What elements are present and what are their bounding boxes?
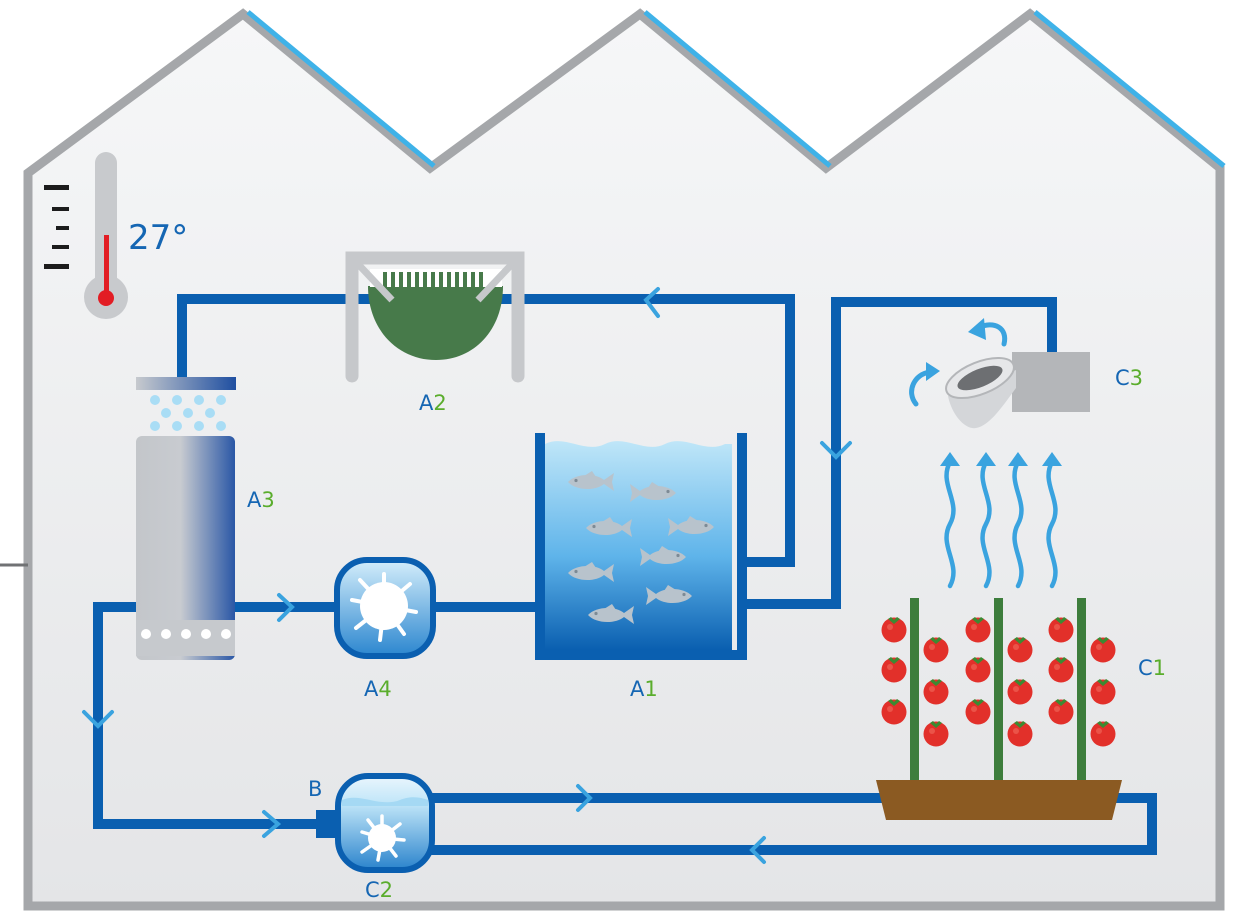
label-a1: A1 (630, 677, 658, 701)
label-a3: A3 (247, 488, 275, 512)
label-c2: C2 (365, 878, 393, 902)
pipe-network (93, 294, 1157, 855)
condenser-c3 (909, 318, 1090, 429)
arrow-left-top (643, 287, 660, 318)
pipe-a3-to-b (93, 602, 318, 829)
drum-filter-a2 (345, 251, 525, 383)
arrow-right-c2-out (576, 784, 593, 812)
label-c3: C3 (1115, 366, 1143, 390)
arrow-left-c2-in (749, 836, 766, 864)
flow-arrows (82, 287, 852, 864)
roof-glass-3 (1033, 10, 1226, 168)
temperature-readout: 27° (128, 218, 188, 258)
label-a4: A4 (364, 677, 392, 701)
label-a2: A2 (419, 391, 447, 415)
arrow-down-right-pipe (820, 441, 852, 460)
thermometer-icon (44, 152, 128, 319)
uv-vessel-a4 (334, 557, 436, 659)
planter-box (876, 780, 1122, 820)
sump-vessel-c2 (335, 773, 435, 873)
arrow-right-b (262, 810, 282, 838)
pipe-c2-to-c1 (430, 793, 1157, 855)
fish-tank-a1 (535, 433, 747, 660)
label-c1: C1 (1138, 656, 1166, 680)
arrow-down-left-pipe (82, 710, 114, 729)
roof-glass-1 (246, 10, 436, 168)
arrow-right-a4 (277, 593, 295, 622)
biofilter-column-a3 (136, 377, 236, 660)
tomato-plants-c1 (876, 598, 1122, 820)
label-b: B (308, 777, 322, 801)
pipe-a1-to-c3 (742, 297, 1057, 609)
pipe-a1-to-a2-to-a3 (177, 294, 795, 567)
roof-glass-2 (643, 10, 832, 168)
